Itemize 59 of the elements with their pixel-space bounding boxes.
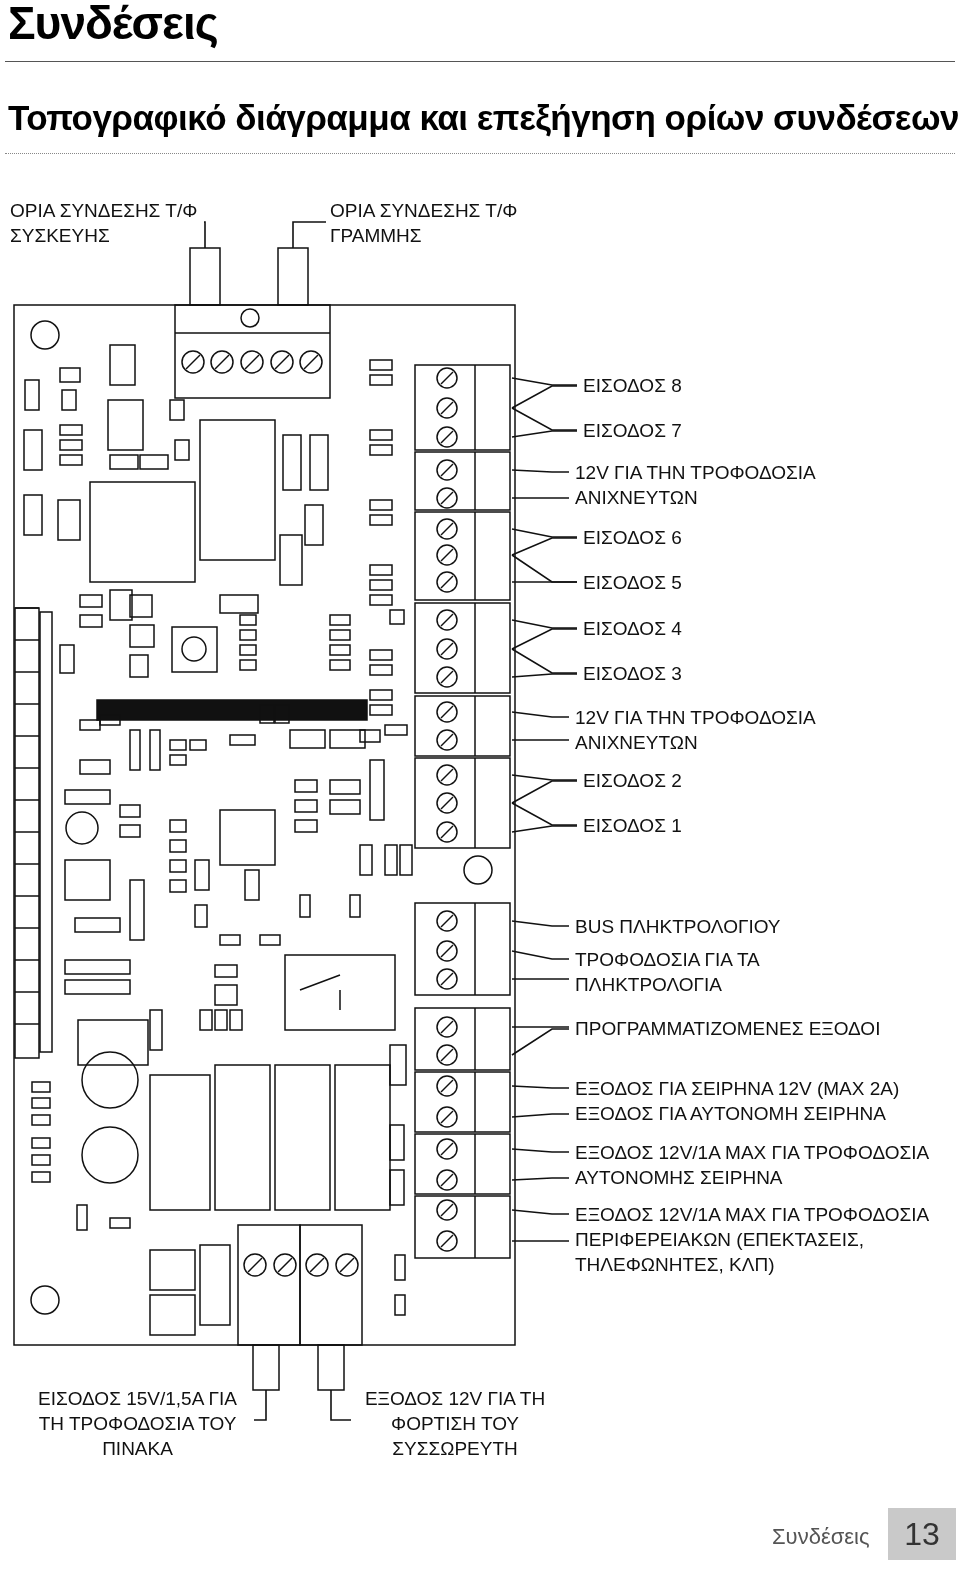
- leader-line: [511, 377, 578, 386]
- leader-line: [511, 774, 578, 781]
- callout-text: ΠΡΟΓΡΑΜΜΑΤΙΖΟΜΕΝΕΣ ΕΞΟΔΟΙ: [575, 1016, 895, 1041]
- callout-text: ΕΙΣΟΔΟΣ 1: [583, 813, 883, 838]
- leader-line: [511, 711, 570, 718]
- callout-text: ΕΙΣΟΔΟΣ 8: [583, 373, 883, 398]
- subtitle: Τοπογραφικό διάγραμμα και επεξήγηση ορίων συνδέσεων: [8, 98, 959, 138]
- leader-line: [511, 469, 570, 473]
- leader-line: [511, 1177, 570, 1181]
- callout-text: ΕΞΟΔΟΣ 12V/1A MAX ΓΙΑ ΤΡΟΦΟΔΟΣΙΑ ΑΥΤΟΝΟΜΗΣ ΣΕΙΡΗΝΑ: [575, 1140, 960, 1190]
- footer-text: Συνδέσεις: [772, 1524, 870, 1550]
- leader-line: [511, 1085, 570, 1089]
- leader-line: [511, 1028, 570, 1056]
- leader-line: [511, 1113, 570, 1118]
- leader-line: [511, 537, 578, 556]
- leader-line: [511, 407, 578, 431]
- leader-line: [330, 1389, 352, 1421]
- callout-text: 12V ΓΙΑ ΤΗΝ ΤΡΟΦΟΔΟΣΙΑ ΑΝΙΧΝΕΥΤΩΝ: [575, 460, 895, 510]
- leader-line: [253, 1389, 267, 1421]
- leader-line: [511, 430, 578, 438]
- callout-text: ΕΙΣΟΔΟΣ 5: [583, 570, 883, 595]
- leader-line: [511, 648, 578, 674]
- leader-line: [511, 1026, 570, 1028]
- page-number: 13: [888, 1508, 956, 1560]
- callout-text: ΟΡΙΑ ΣΥΝΔΕΣΗΣ Τ/Φ ΓΡΑΜΜΗΣ: [330, 198, 520, 248]
- callout-text: ΟΡΙΑ ΣΥΝΔΕΣΗΣ Τ/Φ ΣΥΣΚΕΥΗΣ: [10, 198, 200, 248]
- leader-line: [292, 221, 327, 249]
- leader-line: [511, 950, 570, 960]
- callout-text: BUS ΠΛΗΚΤΡΟΛΟΓΙΟΥ: [575, 914, 915, 939]
- leader-line: [511, 528, 578, 538]
- callout-text: ΕΙΣΟΔΟΣ 3: [583, 661, 883, 686]
- callout-text: ΕΙΣΟΔΟΣ 2: [583, 768, 883, 793]
- leader-line: [511, 554, 578, 583]
- leader-line: [511, 825, 578, 833]
- callout-text: ΕΙΣΟΔΟΣ 4: [583, 616, 883, 641]
- callout-text: 12V ΓΙΑ ΤΗΝ ΤΡΟΦΟΔΟΣΙΑ ΑΝΙΧΝΕΥΤΩΝ: [575, 705, 895, 755]
- leader-line: [511, 497, 570, 499]
- leader-line: [511, 802, 578, 826]
- leader-line: [511, 628, 578, 650]
- callout-text: ΕΞΟΔΟΣ 12V ΓΙΑ ΤΗ ΦΟΡΤΙΣΗ ΤΟΥ ΣΥΣΣΩΡΕΥΤΗ: [355, 1386, 555, 1461]
- callout-text: ΕΙΣΟΔΟΣ 7: [583, 418, 883, 443]
- leader-line: [511, 920, 570, 927]
- page-title: Συνδέσεις: [8, 0, 218, 50]
- leader-line: [511, 780, 578, 804]
- callout-text: ΕΞΟΔΟΣ ΓΙΑ ΣΕΙΡΗΝΑ 12V (MAX 2A): [575, 1076, 955, 1101]
- callout-text: ΤΡΟΦΟΔΟΣΙΑ ΓΙΑ ΤΑ ΠΛΗΚΤΡΟΛΟΓΙΑ: [575, 947, 895, 997]
- callout-text: ΕΞΟΔΟΣ ΓΙΑ ΑΥΤΟΝΟΜΗ ΣΕΙΡΗΝΑ: [575, 1101, 955, 1126]
- leader-line: [511, 978, 570, 980]
- leader-line: [511, 673, 578, 678]
- leader-line: [511, 739, 570, 741]
- leader-line: [203, 221, 206, 249]
- leader-line: [511, 1240, 570, 1242]
- callout-text: ΕΙΣΟΔΟΣ 15V/1,5A ΓΙΑ ΤΗ ΤΡΟΦΟΔΟΣΙΑ ΤΟΥ ΠΙΝΑΚΑ: [25, 1386, 250, 1461]
- leader-line: [511, 1148, 570, 1153]
- leader-line: [511, 1209, 570, 1215]
- leader-line: [511, 385, 578, 409]
- callout-text: ΕΞΟΔΟΣ 12V/1A MAX ΓΙΑ ΤΡΟΦΟΔΟΣΙΑ ΠΕΡΙΦΕΡΕΙΑΚΩΝ (ΕΠΕΚΤΑΣΕΙΣ, ΤΗΛΕΦΩΝΗΤΕΣ, ΚΛΠ): [575, 1202, 960, 1277]
- callout-text: ΕΙΣΟΔΟΣ 6: [583, 525, 883, 550]
- leader-line: [511, 619, 578, 629]
